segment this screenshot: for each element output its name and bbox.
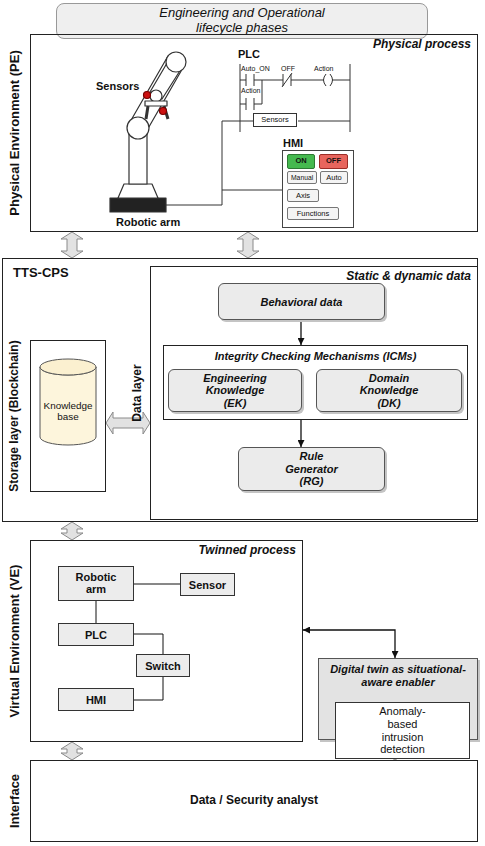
process-box: Engineering Knowledge (EK) [168,369,302,412]
part-label: Sensors [96,80,139,92]
hmi-button: Axis [287,189,319,202]
plc-device: PLCSensors [238,62,352,134]
box-label: PLC [85,628,107,641]
heading: Physical process [373,38,471,52]
component-box: PLC [58,623,134,646]
hmi-panel: HMIONOFFManualAutoAxisFunctions [282,150,354,228]
block-arrow [61,232,83,258]
box-label: Data / Security analyst [190,794,318,808]
side-label: Virtual Environment (VE) [8,565,23,718]
connector-line [96,601,97,623]
box-label: Manual [291,174,313,182]
environment-panel: Twinned processVirtual Environment (VE)R… [30,540,303,742]
connector-line [134,677,163,700]
layer-panel: Static & dynamic dataData layerBehaviora… [150,266,478,520]
hmi-button: Functions [287,207,339,220]
group-box: Integrity Checking Mechanisms (ICMs) Engi… [163,345,468,420]
environment-panel: Physical processPhysical Environment (PE… [30,34,478,232]
side-label: Data layer [131,364,145,421]
database-cylinder: Knowledge base [39,358,97,446]
component-box: Robotic arm [58,566,134,601]
box-label: Functions [297,209,330,218]
heading: HMI [283,137,303,150]
box-label: Robotic arm [76,571,117,596]
connector-line [134,584,180,585]
heading: Integrity Checking Mechanisms (ICMs) [168,350,463,363]
box-label: Switch [145,659,180,672]
detector-box: Anomaly-based intrusion detection [335,702,470,759]
box-label: Knowledge base [44,399,93,422]
process-box: Behavioral data [218,283,385,320]
hmi-button: Manual [287,171,317,184]
process-box: Domain Knowledge (DK) [316,369,462,412]
signal-name: Auto_ON [241,65,270,73]
part-label: Robotic arm [116,216,180,228]
signal-name: Action [241,87,260,95]
block-arrow [61,742,83,760]
framework-panel: TTS-CPSStorage layer (Blockchain)Knowled… [2,258,478,522]
heading: Twinned process [198,544,296,558]
field-wiring [166,121,282,205]
box-label: Anomaly-based intrusion detection [369,705,436,756]
connector-line [303,630,395,658]
heading: Static & dynamic data [346,270,471,284]
interface-panel: Data / Security analystInterface [30,760,478,842]
box-label: ON [295,157,306,166]
box-label: OFF [326,157,341,166]
box-label: Engineering and Operational lifecycle ph… [150,6,335,36]
side-label: Interface [8,774,23,828]
hmi-button: Auto [320,171,348,184]
connector-line [134,634,163,654]
plc-ladder-logic [240,64,350,132]
box-label: Sensor [189,578,226,591]
box-label: Sensors [261,116,289,125]
hmi-button: ON [287,154,315,169]
connector-line [300,420,301,447]
component-box: Switch [136,654,190,677]
signal-name: OFF [281,65,295,73]
signal-name: Action [314,65,333,73]
side-label: Physical Environment (PE) [8,50,23,215]
component-box: HMI [58,688,134,711]
hmi-button: OFF [319,154,348,169]
layer-panel: Storage layer (Blockchain)Knowledge base [30,340,106,492]
ladder-input-box: Sensors [253,113,297,127]
side-label: Storage layer (Blockchain) [8,340,22,491]
heading: PLC [238,48,260,61]
heading: Digital twin as situational-aware enable… [323,663,473,688]
box-label: Behavioral data [261,295,343,308]
block-arrow [237,232,259,258]
connector-line [300,320,301,345]
component-box: Sensor [180,573,235,596]
block-arrow [61,522,83,540]
box-label: Rule Generator (RG) [275,450,348,488]
box-label: Axis [296,191,310,200]
box-label: Engineering Knowledge (EK) [202,372,268,410]
box-label: Domain Knowledge (DK) [353,372,425,410]
digital-twin-box: Digital twin as situational-aware enable… [318,658,478,740]
process-box: Rule Generator (RG) [238,447,385,491]
box-label: Auto [326,173,341,182]
robotic-arm-figure [110,52,186,212]
box-label: HMI [86,693,106,706]
heading: TTS-CPS [13,266,69,281]
